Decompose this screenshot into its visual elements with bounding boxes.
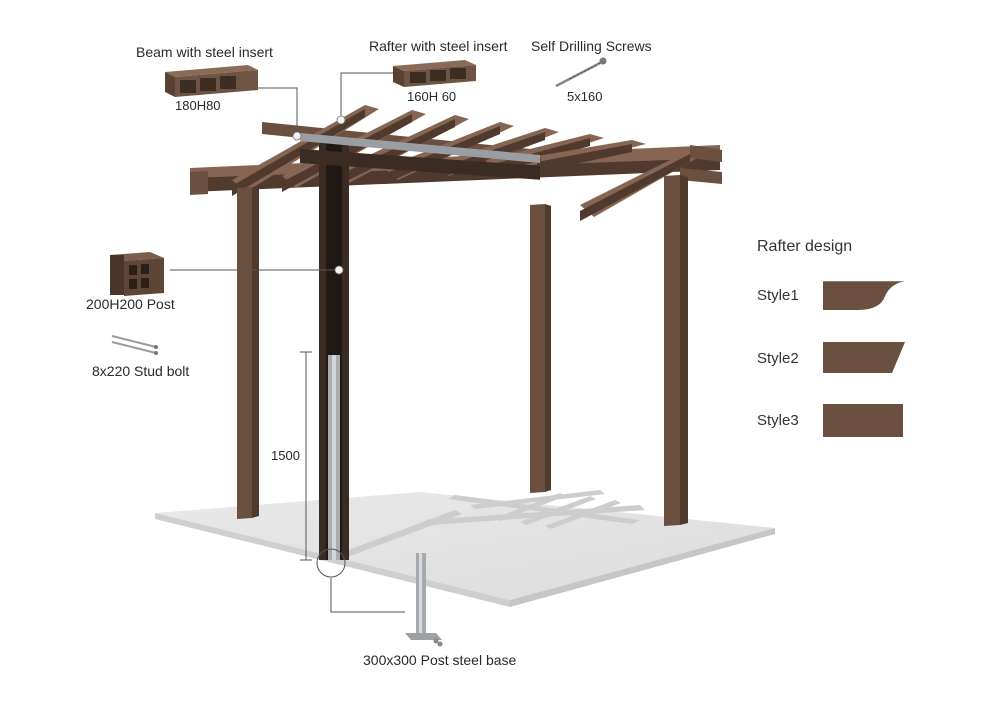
front-right-post-side	[680, 175, 688, 525]
rafter-8-face	[580, 154, 690, 221]
front-right-post	[664, 175, 680, 526]
height-dimension-label: 1500	[271, 448, 300, 463]
back-posts	[530, 204, 551, 493]
front-left-post-side	[252, 187, 259, 518]
rafter-style-2-label: Style2	[757, 350, 799, 367]
rafter-profile-icon	[393, 60, 476, 87]
rafter-style-3-label: Style3	[757, 412, 799, 429]
cutaway-post	[300, 140, 540, 560]
stud-bolt-icon	[111, 335, 158, 355]
rafter-3-face	[333, 119, 455, 188]
screw-icon	[555, 57, 607, 88]
back-right-post-side	[545, 204, 551, 492]
rafter-style-1-label: Style1	[757, 287, 799, 304]
screws-label: Self Drilling Screws	[531, 38, 652, 54]
beam-size-label: 180H80	[175, 98, 221, 113]
post-label: 200H200 Post	[86, 296, 175, 312]
front-beam-end	[190, 171, 208, 195]
front-posts	[237, 175, 688, 526]
beam-label: Beam with steel insert	[136, 44, 273, 60]
beam-steel-insert	[300, 133, 540, 163]
rafter-right-end	[690, 145, 722, 162]
rafter-7-face	[537, 144, 632, 172]
rafter-style-2-swatch	[823, 342, 905, 373]
screws-size-label: 5x160	[567, 89, 603, 104]
rafter-size-label: 160H 60	[407, 89, 457, 104]
rafter-style-1-swatch	[823, 281, 905, 310]
stud-bolt-label: 8x220 Stud bolt	[92, 363, 190, 379]
back-right-post	[530, 204, 545, 493]
rafter-design-title: Rafter design	[757, 238, 853, 255]
beam-profile-icon	[165, 65, 258, 97]
front-left-post	[237, 187, 252, 519]
post-base-label: 300x300 Post steel base	[363, 652, 517, 668]
floor-shadows	[335, 490, 645, 559]
rafter-style-3-swatch	[823, 404, 903, 437]
post-steel-base-icon	[405, 553, 443, 647]
post-profile-icon	[110, 252, 164, 296]
rafter-right-end-2	[680, 168, 722, 184]
rafter-label: Rafter with steel insert	[369, 38, 508, 54]
floor-slab-edge-right	[510, 528, 775, 607]
rafter-1-face	[232, 109, 365, 196]
leader-dots	[292, 115, 346, 275]
